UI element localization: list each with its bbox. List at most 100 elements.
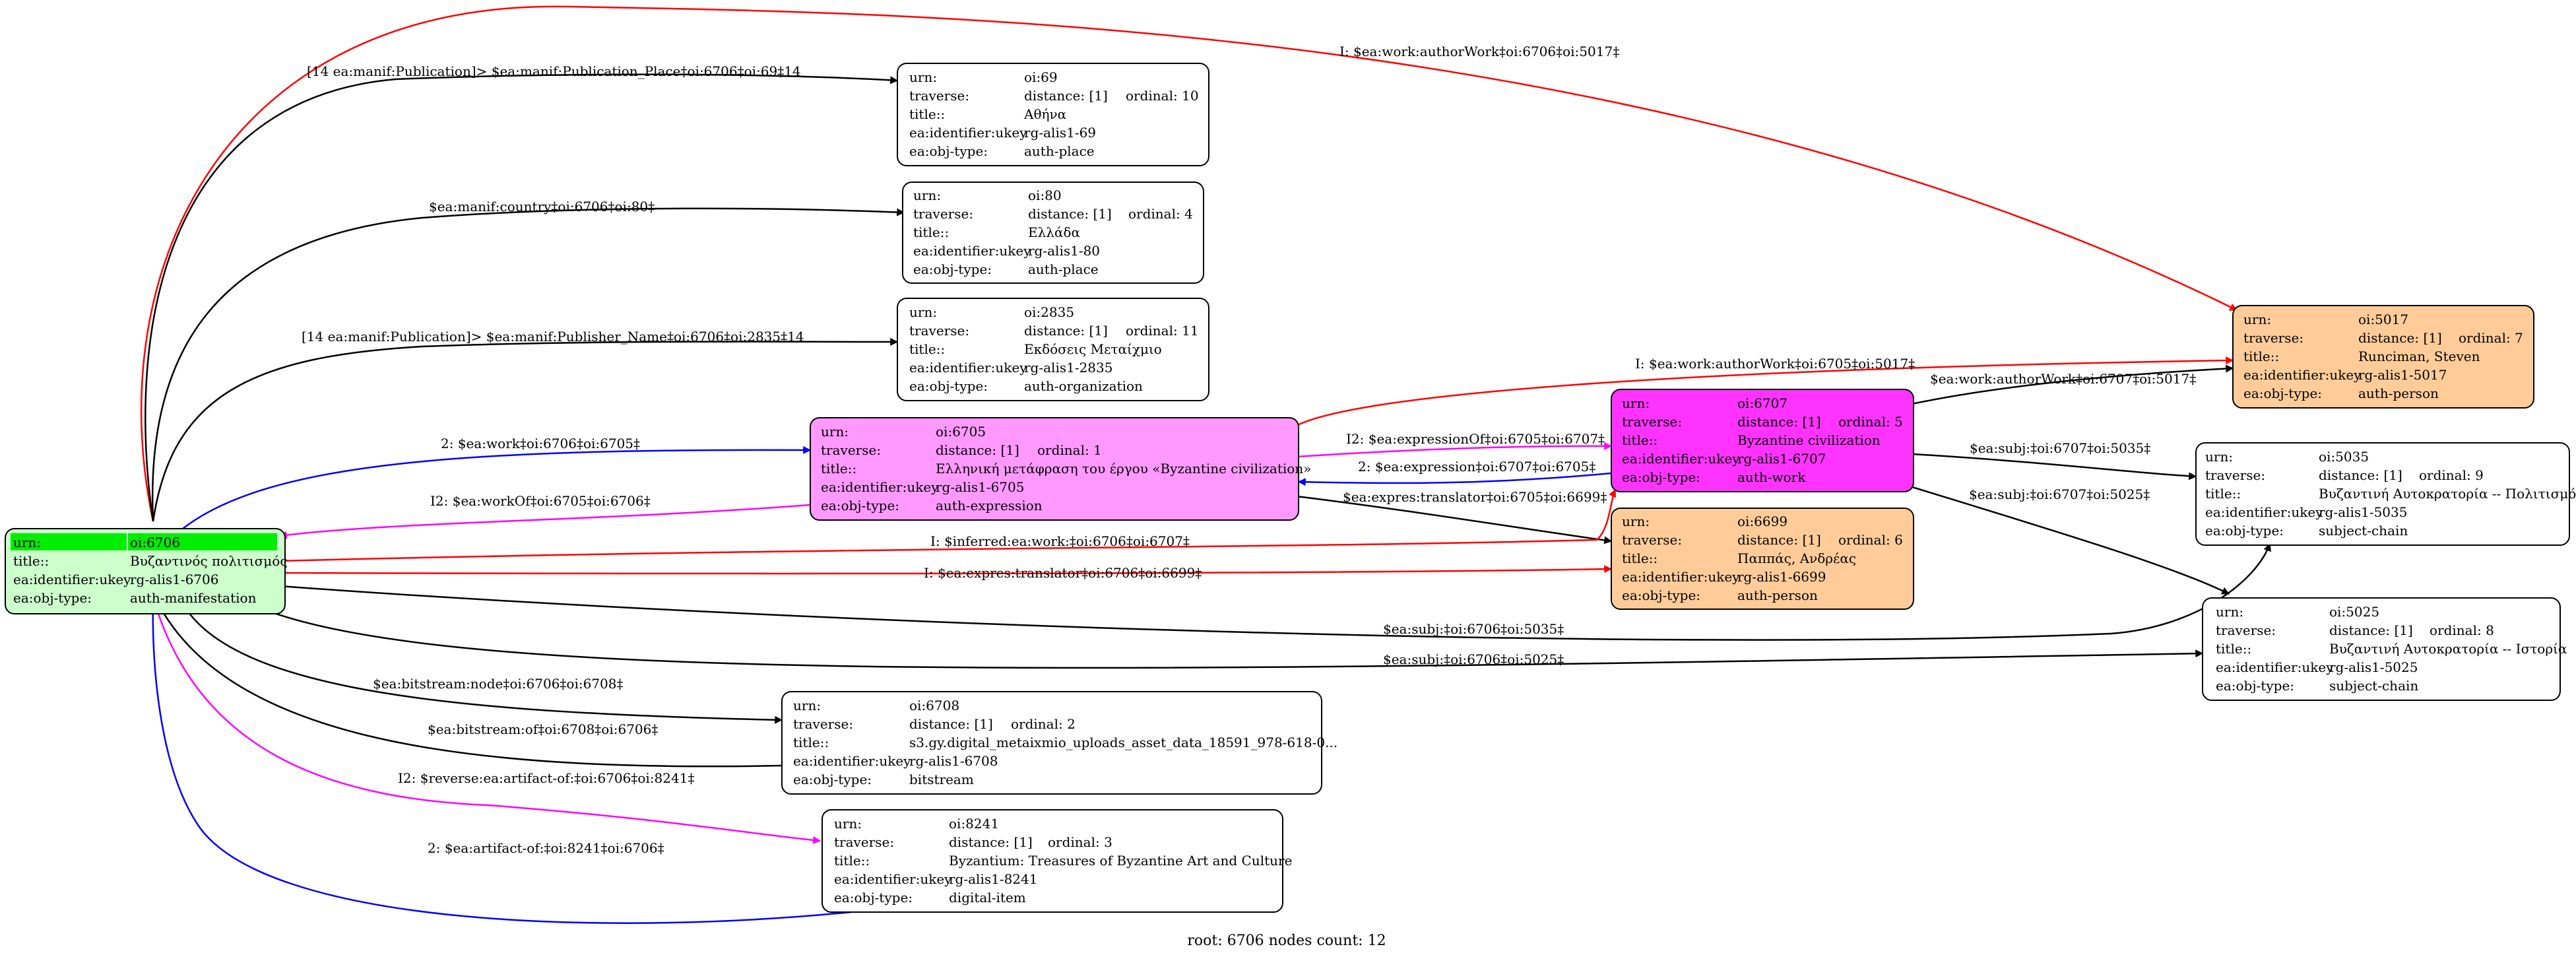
node-traverse: distance: [1] [936, 442, 1019, 458]
field-key: urn: [2243, 312, 2271, 327]
field-key: urn: [2216, 604, 2243, 620]
field-key: traverse: [2243, 330, 2303, 346]
node-traverse: distance: [1] [1737, 532, 1821, 548]
node-5035[interactable]: urn: oi:5035 traverse: distance: [1] ord… [2195, 442, 2576, 546]
node-type: auth-manifestation [130, 590, 257, 606]
edge-expres-translator-6705 [1296, 495, 1613, 544]
node-ukey: rg-alis1-69 [1024, 125, 1096, 141]
field-key: title:: [1622, 432, 1658, 448]
edge-label: 2: $ea:artifact-of:‡oi:8241‡oi:6706‡ [428, 840, 664, 856]
node-ordinal: ordinal: 8 [2430, 622, 2494, 638]
edge-expressionof [1296, 442, 1613, 458]
node-80[interactable]: urn: oi:80 traverse: distance: [1] ordin… [902, 181, 1204, 284]
edge-expres-translator-6706 [279, 565, 1613, 575]
field-key: ea:identifier:ukey [913, 243, 1031, 259]
edge-subj-6707-5035 [1912, 453, 2197, 480]
field-key: ea:obj-type: [2205, 523, 2284, 539]
node-ordinal: ordinal: 4 [1128, 206, 1193, 222]
field-key: ea:obj-type: [913, 261, 992, 277]
node-title: Ελληνική μετάφραση του έργου «Byzantine … [936, 461, 1311, 477]
edge-inferred-work [279, 488, 1617, 562]
field-key: ea:obj-type: [1622, 587, 1700, 603]
edge-subj-6707-5025 [1912, 486, 2230, 595]
field-key: ea:obj-type: [793, 772, 872, 787]
node-type: auth-organization [1024, 378, 1143, 394]
field-key: title:: [821, 461, 856, 477]
node-6705[interactable]: urn: oi:6705 traverse: distance: [1] ord… [810, 417, 1311, 521]
edge-label: $ea:expres:translator‡oi:6705‡oi:6699‡ [1343, 489, 1607, 505]
field-key: urn: [909, 69, 937, 85]
edge-artifact-of [148, 601, 852, 924]
field-key: ea:identifier:ukey [2243, 367, 2362, 383]
edge-label: I: $ea:work:authorWork‡oi:6706‡oi:5017‡ [1339, 44, 1619, 59]
edge-label: 2: $ea:work‡oi:6706‡oi:6705‡ [441, 436, 640, 451]
node-6707[interactable]: urn: oi:6707 traverse: distance: [1] ord… [1611, 389, 1914, 492]
field-key: ea:obj-type: [909, 378, 988, 394]
node-title: Ελλάδα [1028, 224, 1080, 240]
field-key: urn: [913, 187, 941, 203]
node-traverse: distance: [1] [949, 834, 1033, 850]
field-key: ea:obj-type: [821, 498, 899, 513]
field-key: ea:identifier:ukey [1622, 451, 1740, 467]
field-key: title:: [2216, 641, 2251, 657]
node-ukey: rg-alis1-6707 [1737, 451, 1826, 467]
field-key: urn: [1622, 513, 1650, 529]
node-urn: oi:80 [1028, 187, 1062, 203]
edge-label: $ea:manif:country‡oi:6706‡oi:80‡ [429, 199, 655, 214]
node-5025[interactable]: urn: oi:5025 traverse: distance: [1] ord… [2202, 597, 2567, 701]
edge-publisher-name [152, 337, 899, 522]
field-key: ea:identifier:ukey [834, 871, 952, 887]
field-key: traverse: [909, 323, 969, 339]
node-6706[interactable]: urn: oi:6706 title:: Βυζαντινός πολιτισμ… [5, 528, 288, 614]
edge-label: I: $ea:work:authorWork‡oi:6705‡oi:5017‡ [1635, 356, 1915, 372]
field-key: ea:obj-type: [909, 143, 988, 159]
node-ukey: rg-alis1-2835 [1024, 360, 1112, 376]
node-type: digital-item [949, 890, 1026, 906]
node-6699[interactable]: urn: oi:6699 traverse: distance: [1] ord… [1611, 508, 1914, 610]
field-key: title:: [1622, 550, 1658, 566]
node-title: Αθήνα [1023, 106, 1066, 122]
node-urn: oi:6708 [909, 698, 959, 713]
field-key: ea:identifier:ukey [2216, 659, 2334, 675]
node-traverse: distance: [1] [1024, 323, 1108, 339]
edge-labels: I: $ea:work:authorWork‡oi:6706‡oi:5017‡ … [302, 44, 2196, 856]
node-ordinal: ordinal: 7 [2459, 330, 2523, 346]
node-5017[interactable]: urn: oi:5017 traverse: distance: [1] ord… [2232, 305, 2534, 409]
node-69[interactable]: urn: oi:69 traverse: distance: [1] ordin… [897, 63, 1209, 166]
field-key: traverse: [1622, 532, 1682, 548]
edge-workof-6705-6706 [278, 504, 811, 539]
node-8241[interactable]: urn: oi:8241 traverse: distance: [1] ord… [821, 809, 1292, 913]
node-urn: oi:5025 [2329, 604, 2379, 620]
node-ordinal: ordinal: 6 [1838, 532, 1903, 548]
edge-label: $ea:subj:‡oi:6707‡oi:5025‡ [1969, 486, 2150, 502]
field-key: ea:identifier:ukey [821, 479, 939, 495]
node-6708[interactable]: urn: oi:6708 traverse: distance: [1] ord… [781, 691, 1337, 795]
node-traverse: distance: [1] [1028, 206, 1112, 222]
node-2835[interactable]: urn: oi:2835 traverse: distance: [1] ord… [897, 298, 1209, 401]
field-key: urn: [1622, 395, 1650, 411]
node-ordinal: ordinal: 9 [2419, 467, 2484, 483]
node-urn: oi:6706 [130, 535, 180, 550]
edge-subj-6706-5025 [237, 596, 2204, 669]
node-traverse: distance: [1] [1737, 414, 1821, 430]
edge-work-6706-6705 [179, 445, 812, 532]
field-key: traverse: [793, 716, 853, 732]
field-key: ea:obj-type: [2243, 385, 2322, 401]
edge-label: $ea:subj:‡oi:6707‡oi:5035‡ [1970, 440, 2150, 456]
node-traverse: distance: [1] [1024, 88, 1108, 104]
node-ordinal: ordinal: 2 [1011, 716, 1076, 732]
field-key: ea:obj-type: [834, 890, 913, 906]
node-ukey: rg-alis1-8241 [949, 871, 1037, 887]
node-ukey: rg-alis1-6706 [130, 572, 218, 587]
field-key: traverse: [2205, 467, 2265, 483]
field-key: traverse: [913, 206, 973, 222]
field-key: title:: [2205, 486, 2241, 502]
node-ordinal: ordinal: 1 [1037, 442, 1102, 458]
node-traverse: distance: [1] [2329, 622, 2413, 638]
node-traverse: distance: [1] [2319, 467, 2402, 483]
node-title: Βυζαντινή Αυτοκρατορία -- Ιστορία [2329, 641, 2567, 657]
node-ordinal: ordinal: 5 [1838, 414, 1903, 430]
node-type: bitstream [909, 772, 974, 787]
node-title: Βυζαντινή Αυτοκρατορία -- Πολιτισμός [2319, 486, 2576, 502]
field-key: urn: [793, 698, 821, 713]
